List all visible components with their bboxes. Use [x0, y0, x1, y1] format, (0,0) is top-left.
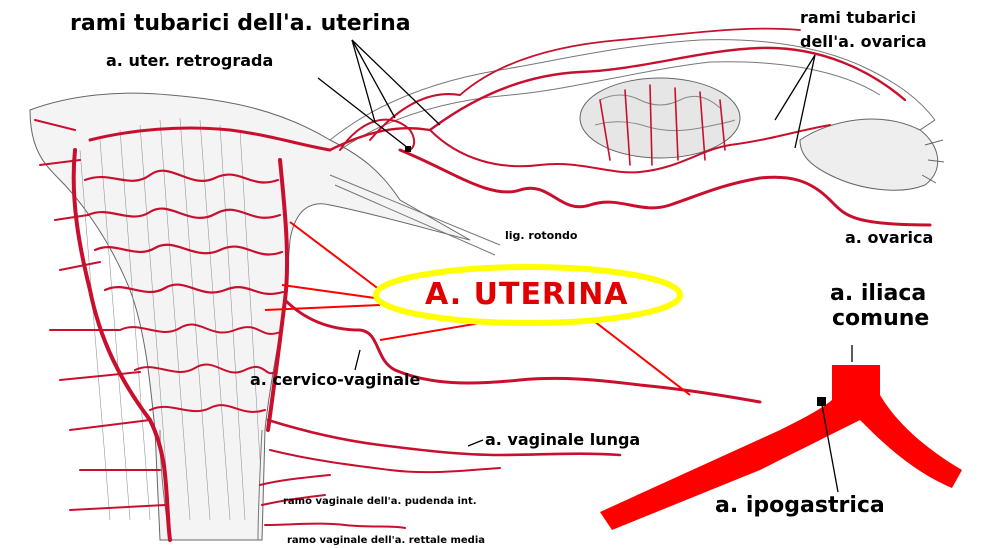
- label-rami-tubarici-ovarica-2: dell'a. ovarica: [800, 34, 927, 50]
- label-ramo-pudenda: ramo vaginale dell'a. pudenda int.: [283, 497, 477, 507]
- label-rami-tubarici-ovarica-1: rami tubarici: [800, 10, 916, 26]
- label-iliaca-2: comune: [832, 308, 929, 330]
- label-lig-rotondo: lig. rotondo: [505, 230, 577, 241]
- label-ramo-rettale: ramo vaginale dell'a. rettale media: [287, 536, 485, 546]
- label-ipogastrica: a. ipogastrica: [715, 495, 885, 517]
- label-cervico-vaginale: a. cervico-vaginale: [250, 372, 420, 388]
- label-vaginale-lunga: a. vaginale lunga: [485, 432, 640, 448]
- label-ovarica: a. ovarica: [845, 230, 933, 246]
- label-uterina: A. UTERINA: [425, 280, 629, 310]
- label-rami-tubarici-uterina: rami tubarici dell'a. uterina: [70, 13, 411, 35]
- label-uter-retrograda: a. uter. retrograda: [106, 53, 273, 69]
- label-iliaca-1: a. iliaca: [830, 283, 926, 305]
